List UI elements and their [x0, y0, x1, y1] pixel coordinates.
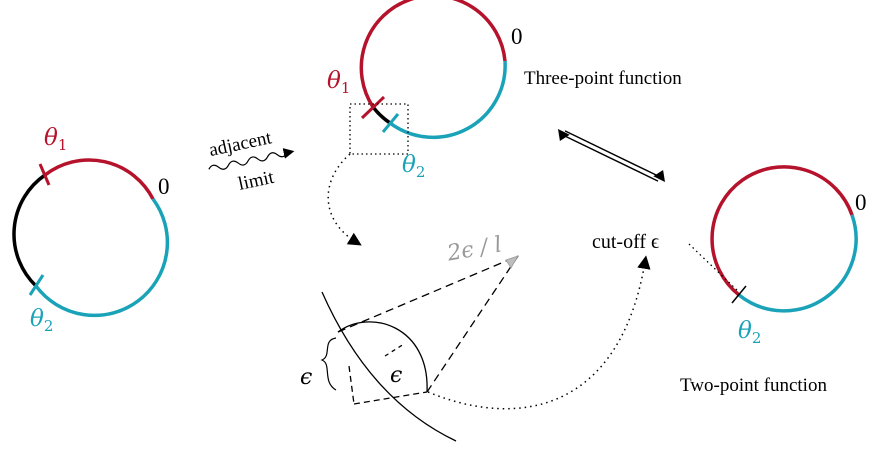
two-point-caption: Two-point function [680, 375, 827, 396]
inset-angle-wedge [505, 255, 519, 269]
zoom-inset: 2ϵ / l ϵ ϵ [300, 232, 651, 442]
left-theta1-label: θ1 [44, 125, 67, 154]
left-circle-black-arc [12, 173, 46, 288]
epsilon-brace [320, 337, 337, 391]
left-theta2-label: θ2 [30, 306, 53, 335]
angle-label: 2ϵ / l [444, 232, 503, 266]
left-circle: θ1 θ2 0 [12, 125, 170, 335]
zoom-curved-arrow [327, 153, 362, 246]
left-circle-teal-arc [34, 197, 170, 318]
three-point-caption: Three-point function [524, 68, 682, 89]
inset-dash-bottom [426, 255, 519, 393]
top-zero-label: 0 [511, 24, 523, 49]
two-point-circle: 0 cut-off ϵ θ2 Two-point function [592, 165, 867, 396]
left-circle-red-arc [43, 158, 155, 200]
top-circle-black-arc [371, 105, 392, 125]
right-circle-red-arc [710, 165, 854, 297]
top-theta2-label: θ2 [402, 152, 425, 181]
left-theta2-tick [28, 274, 45, 296]
right-circle-teal-arc [737, 214, 858, 313]
inset-dash-radius [384, 343, 405, 357]
epsilon-inner-label: ϵ [390, 363, 402, 388]
left-zero-label: 0 [158, 174, 170, 199]
top-theta1-label: θ1 [327, 68, 350, 97]
right-theta2-label: θ2 [738, 318, 761, 347]
inset-boundary-curve [321, 291, 457, 442]
limit-label: limit [236, 167, 276, 195]
top-circle-red-arc [359, 0, 507, 108]
top-circle-teal-arc [388, 60, 507, 140]
inset-dash-left [348, 365, 355, 405]
squiggle-arrow [208, 148, 295, 170]
inset-dash-mid [353, 391, 428, 405]
cutoff-label: cut-off ϵ [592, 231, 659, 253]
top-theta1-tick [360, 95, 386, 120]
inset-to-cutoff-arrow [427, 255, 651, 410]
inset-dash-top [337, 255, 519, 333]
equivalence-double-arrow [558, 129, 665, 182]
inset-semicircle [337, 321, 428, 393]
adjacent-label: adjacent [207, 127, 274, 161]
epsilon-left-label: ϵ [300, 365, 312, 390]
three-point-circle: θ1 θ2 0 Three-point function [327, 0, 682, 246]
top-theta2-tick [381, 113, 400, 133]
right-zero-label: 0 [855, 190, 867, 215]
left-theta1-tick [38, 163, 51, 186]
right-theta2-tick [731, 285, 747, 304]
adjacent-limit-arrow: adjacent limit [207, 127, 295, 195]
